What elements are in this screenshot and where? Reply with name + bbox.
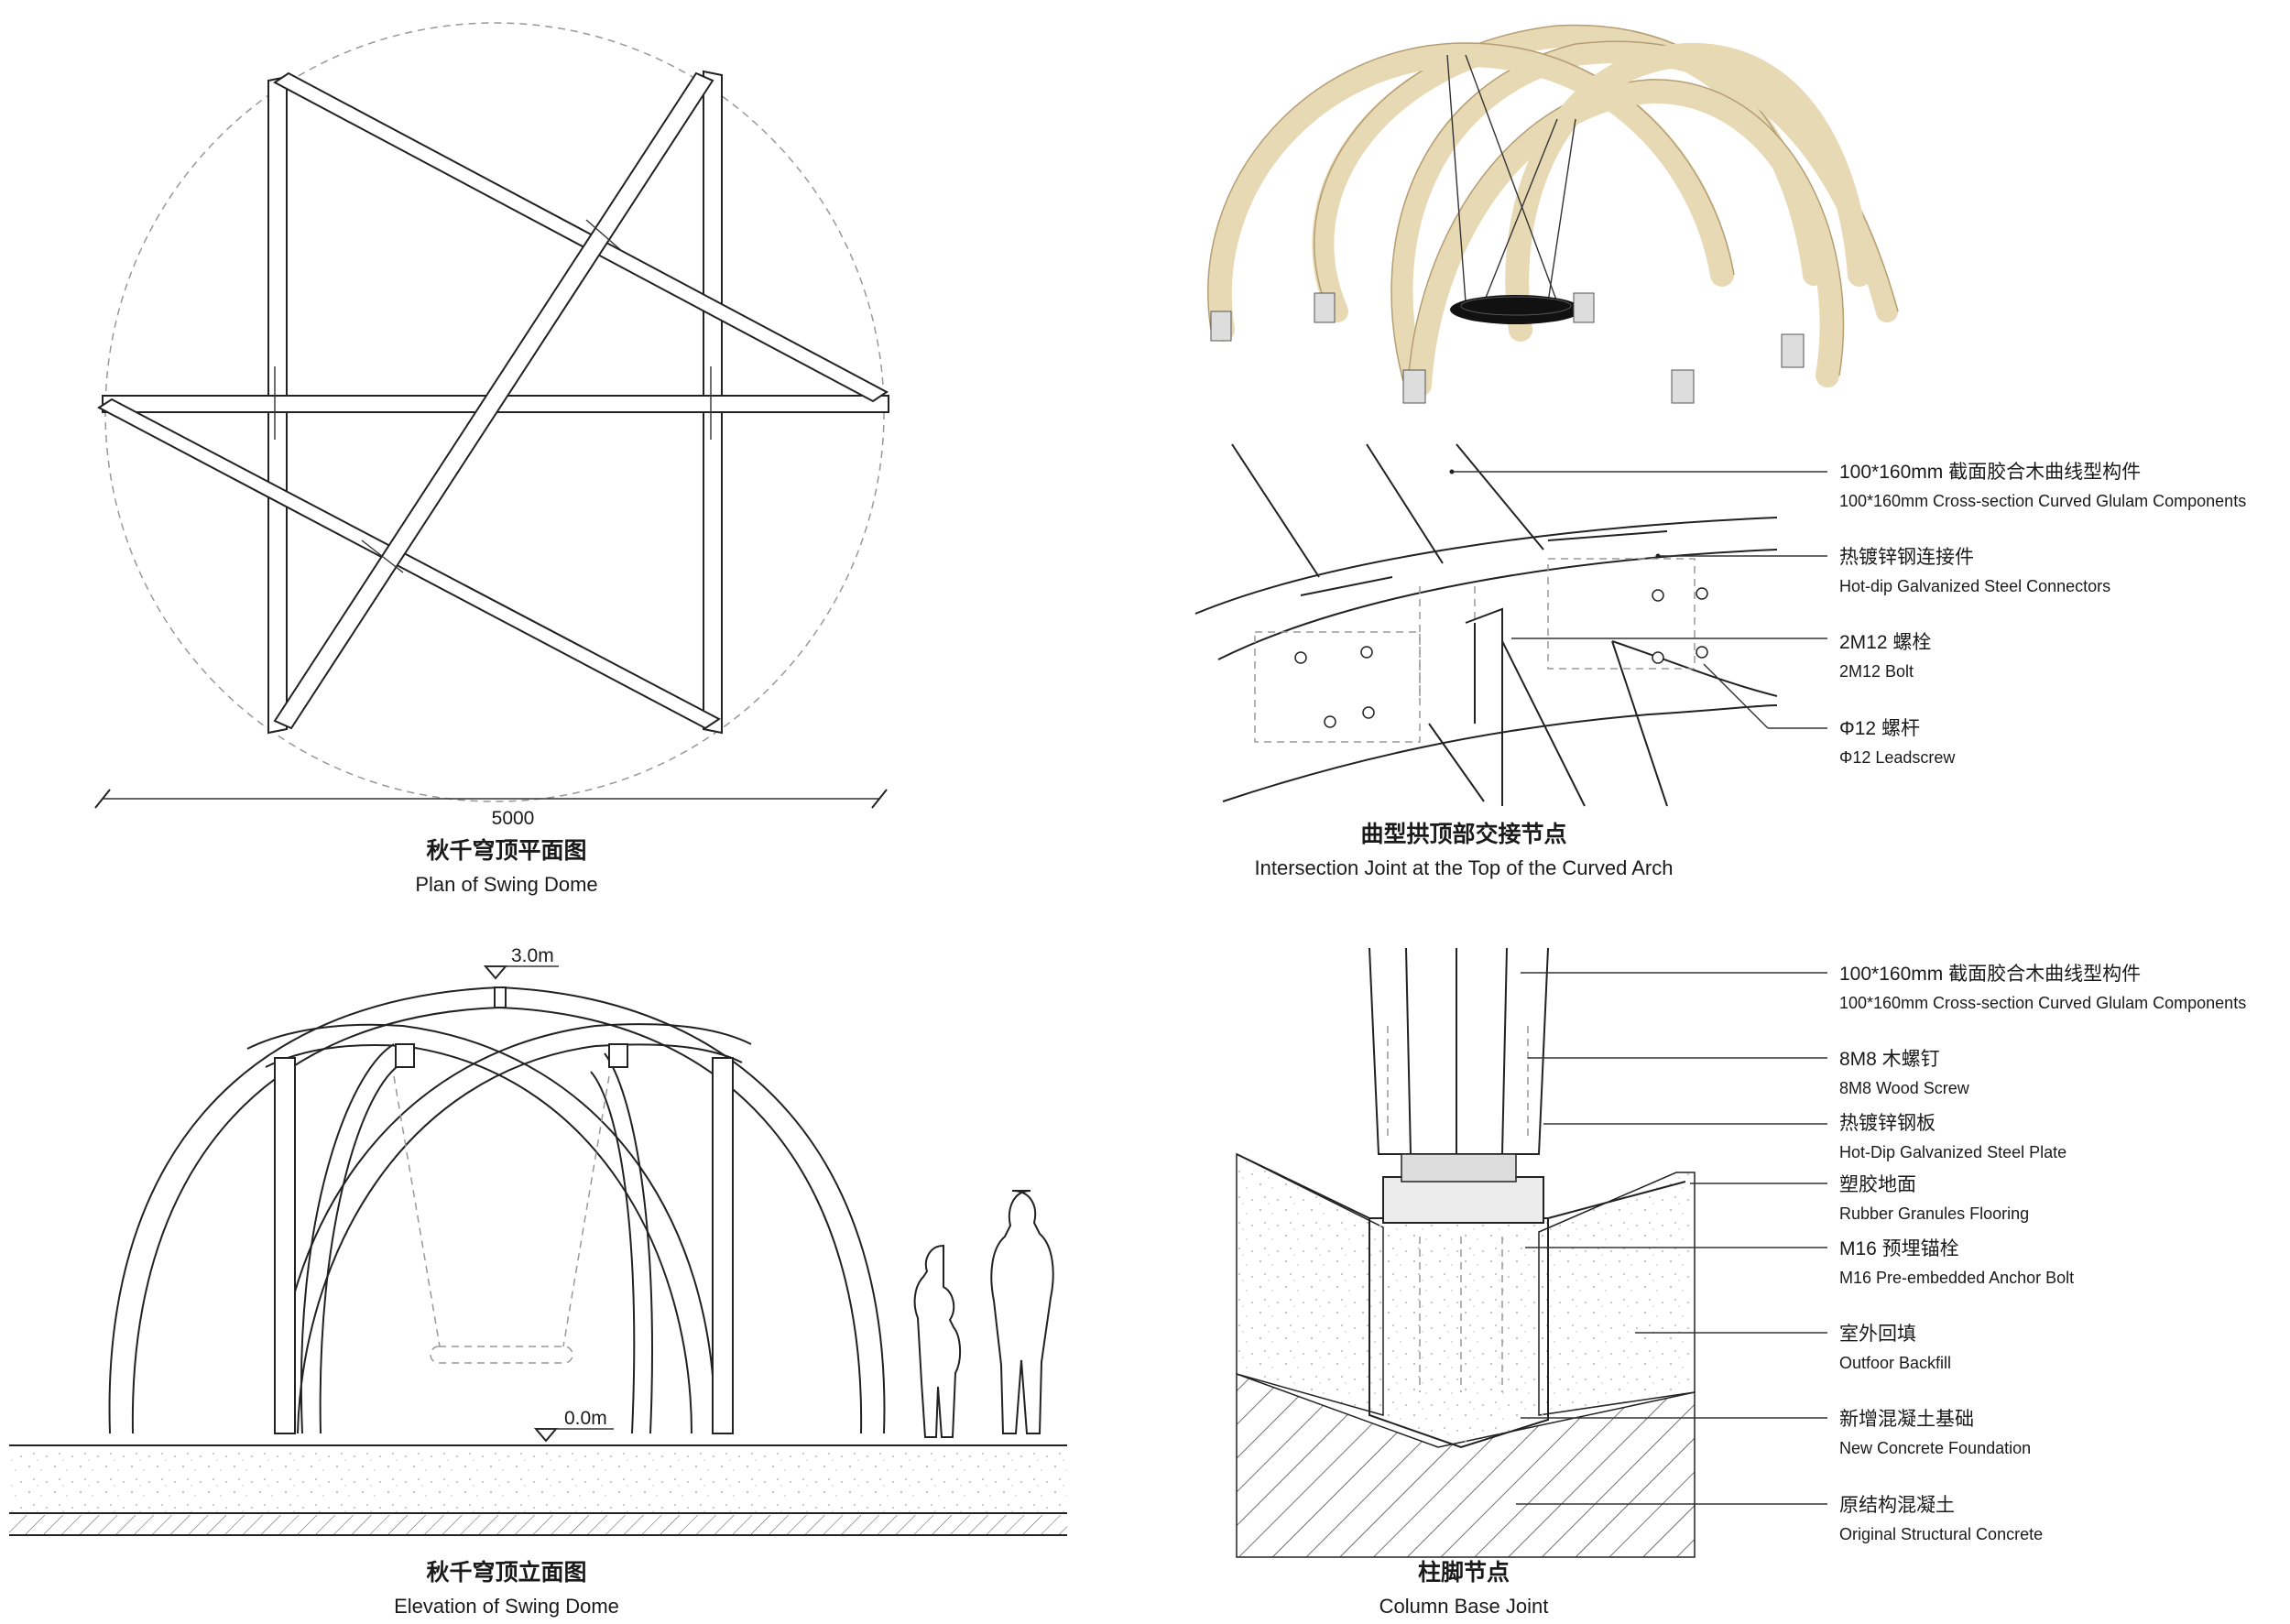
column-base-labels: 100*160mm 截面胶合木曲线型构件 100*160mm Cross-sec… xyxy=(1839,964,2246,1543)
label-cn: 100*160mm 截面胶合木曲线型构件 xyxy=(1839,964,2141,985)
label-cn: Φ12 螺杆 xyxy=(1839,718,1920,739)
plan-dimension: 5000 xyxy=(94,789,888,829)
label-en: M16 Pre-embedded Anchor Bolt xyxy=(1839,1269,2074,1287)
axonometric-view xyxy=(1207,24,1899,404)
label-cn: 8M8 木螺钉 xyxy=(1839,1049,1940,1070)
plan-beams xyxy=(97,70,889,735)
plan-caption-en: Plan of Swing Dome xyxy=(415,873,597,896)
top-joint-labels: 100*160mm 截面胶合木曲线型构件 100*160mm Cross-sec… xyxy=(1839,462,2246,767)
new-concrete-foundation xyxy=(1369,1217,1549,1449)
elevation-panel: 3.0m xyxy=(9,945,1067,1618)
label-cn: 100*160mm 截面胶合木曲线型构件 xyxy=(1839,462,2141,483)
label-en: Φ12 Leadscrew xyxy=(1839,748,1956,767)
column-base-caption-en: Column Base Joint xyxy=(1379,1595,1549,1618)
ground-level-marker: 0.0m xyxy=(564,1408,607,1429)
label-cn: 原结构混凝土 xyxy=(1839,1495,1955,1516)
human-figures xyxy=(913,1190,1054,1438)
swing-seat xyxy=(1450,295,1582,324)
label-cn: 室外回填 xyxy=(1839,1324,1916,1345)
original-concrete xyxy=(1236,1372,1696,1558)
label-cn: 2M12 螺栓 xyxy=(1839,632,1931,653)
label-cn: M16 预埋锚栓 xyxy=(1839,1238,1959,1259)
top-level-marker: 3.0m xyxy=(511,945,554,966)
column-base-panel: 100*160mm 截面胶合木曲线型构件 100*160mm Cross-sec… xyxy=(1236,947,2246,1618)
label-en: 100*160mm Cross-section Curved Glulam Co… xyxy=(1839,492,2246,510)
label-en: Rubber Granules Flooring xyxy=(1839,1204,2029,1223)
label-cn: 热镀锌钢连接件 xyxy=(1839,547,1974,568)
label-cn: 热镀锌钢板 xyxy=(1839,1113,1936,1134)
elevation-caption-en: Elevation of Swing Dome xyxy=(394,1595,619,1618)
top-joint-caption-cn: 曲型拱顶部交接节点 xyxy=(1360,821,1566,847)
elevation-ground xyxy=(9,1444,1067,1536)
label-en: Hot-Dip Galvanized Steel Plate xyxy=(1839,1143,2066,1161)
label-en: Outfoor Backfill xyxy=(1839,1354,1951,1372)
label-en: 100*160mm Cross-section Curved Glulam Co… xyxy=(1839,994,2246,1012)
plan-dimension-value: 5000 xyxy=(492,808,535,829)
top-joint-panel: 100*160mm 截面胶合木曲线型构件 100*160mm Cross-sec… xyxy=(1194,443,2246,879)
label-cn: 塑胶地面 xyxy=(1839,1174,1916,1195)
plan-panel: 5000 秋千穹顶平面图 Plan of Swing Dome xyxy=(94,22,889,896)
top-joint-caption-en: Intersection Joint at the Top of the Cur… xyxy=(1255,856,1674,879)
elevation-caption-cn: 秋千穹顶立面图 xyxy=(426,1559,586,1586)
column-base-caption-cn: 柱脚节点 xyxy=(1418,1559,1510,1586)
elevation-swing xyxy=(393,1075,610,1364)
label-en: 2M12 Bolt xyxy=(1839,662,1914,681)
glulam-column xyxy=(1369,947,1549,1183)
plan-beam xyxy=(97,398,721,730)
label-cn: 新增混凝土基础 xyxy=(1839,1409,1974,1430)
plan-beam xyxy=(273,71,889,403)
plan-beam xyxy=(273,71,714,730)
plan-caption-cn: 秋千穹顶平面图 xyxy=(426,837,586,864)
label-en: New Concrete Foundation xyxy=(1839,1439,2031,1457)
elevation-arches xyxy=(108,986,886,1434)
label-en: 8M8 Wood Screw xyxy=(1839,1079,1970,1097)
backfill xyxy=(1236,1152,1384,1416)
label-en: Original Structural Concrete xyxy=(1839,1525,2043,1543)
label-en: Hot-dip Galvanized Steel Connectors xyxy=(1839,577,2110,595)
